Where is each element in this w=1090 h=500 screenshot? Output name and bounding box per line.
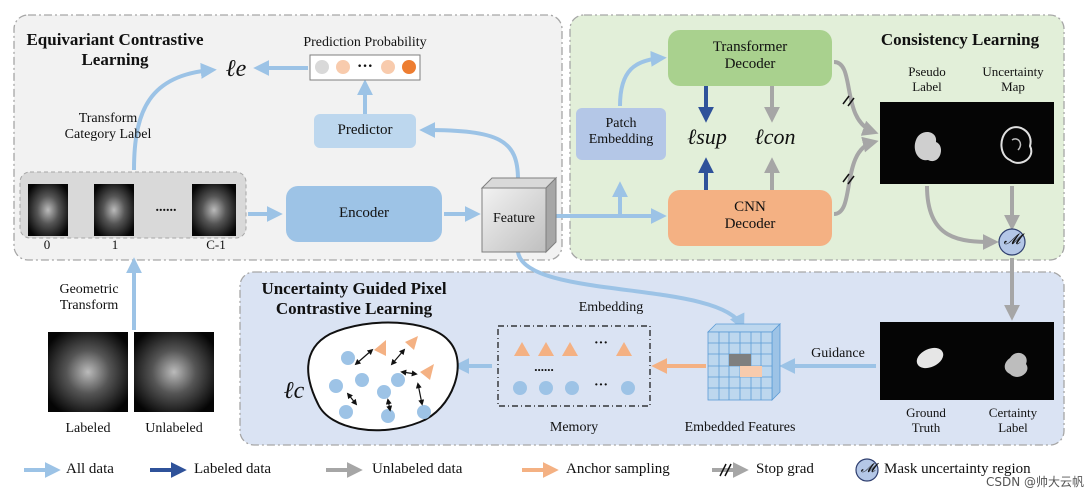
pseudo-label-caption: Pseudo Label <box>908 64 946 94</box>
cnn-decoder-label: CNN Decoder <box>724 199 776 233</box>
legend-label-2: Unlabeled data <box>372 461 463 477</box>
patch-embedding-box <box>576 108 666 160</box>
encoder-label: Encoder <box>339 205 389 221</box>
loss-lsup: ℓsup <box>687 124 727 149</box>
labeled-caption: Labeled <box>65 421 111 436</box>
mask-circle-icon <box>855 458 879 482</box>
legend-label-0: All data <box>66 461 114 477</box>
embedded-features-caption: Embedded Features <box>684 420 796 435</box>
loss-lc: ℓc <box>283 378 305 404</box>
memory-circle-dots: ··· <box>593 378 608 393</box>
certainty-label-caption: Certainty Label <box>988 405 1038 435</box>
memory-caption: Memory <box>549 420 599 435</box>
stop-grad-arrow-icon <box>712 462 749 478</box>
legend-label-3: Anchor sampling <box>566 461 670 477</box>
loss-le: ℓe <box>225 56 247 82</box>
arrow-feature-to-predictor <box>419 122 520 181</box>
memory-triangle-dots: ··· <box>593 336 608 351</box>
ground-truth-image <box>880 322 974 400</box>
arrow-transformer-to-pseudo <box>833 60 879 136</box>
unlabeled-data-arrows <box>764 60 1020 321</box>
uncertainty-map-image <box>972 102 1054 184</box>
arrow-to-le <box>132 62 217 171</box>
input-image-1 <box>94 184 134 236</box>
category-1-label: 1 <box>111 237 119 252</box>
unlabeled-caption: Unlabeled <box>145 421 203 436</box>
transform-category-label: Transform Category Label <box>64 111 152 143</box>
unlabeled-scan <box>134 332 214 412</box>
watermark: CSDN @帅大云帆 <box>985 475 1084 489</box>
stop-grad-marks <box>842 95 855 185</box>
prob-dot-1 <box>315 60 329 74</box>
prob-dot-2 <box>336 60 350 74</box>
guidance-label: Guidance <box>811 346 865 361</box>
prob-dots: ··· <box>356 58 373 75</box>
transformer-decoder-box <box>668 30 832 86</box>
contrastive-space <box>307 321 459 432</box>
mask-symbol: 𝓜 <box>1003 232 1021 248</box>
certainty-label-image <box>972 322 1054 400</box>
legend-label-4: Stop grad <box>756 461 814 477</box>
memory-bank <box>497 325 651 407</box>
embedded-features-grid <box>707 323 781 401</box>
predictor-box <box>314 114 416 148</box>
all-data-arrows <box>126 50 876 374</box>
arrow-feature-to-embedded <box>516 251 745 331</box>
cnn-decoder-box <box>668 190 832 246</box>
uncertainty-map-caption: Uncertainty Map <box>982 64 1044 94</box>
feature-cube <box>480 176 558 254</box>
mask-circle <box>998 228 1026 256</box>
memory-mid-dots: ...... <box>534 359 554 374</box>
transformer-decoder-label: Transformer Decoder <box>712 39 788 73</box>
predictor-label: Predictor <box>337 122 393 138</box>
legend-label-1: Labeled data <box>194 461 272 477</box>
category-last-label: C-1 <box>206 237 226 252</box>
arrow-pseudo-to-mask <box>925 185 999 250</box>
prob-dot-4 <box>402 60 416 74</box>
geometric-transform-label: Geometric Transform <box>59 282 119 314</box>
consistency-title: Consistency Learning <box>880 30 1040 49</box>
pseudo-label-image <box>880 102 974 184</box>
legend-icons <box>24 458 879 482</box>
input-image-0 <box>28 184 68 236</box>
embedding-caption: Embedding <box>578 300 644 315</box>
transform-category-strip <box>19 171 247 239</box>
category-0-label: 0 <box>43 237 51 252</box>
patch-embedding-label: Patch Embedding <box>588 116 654 148</box>
prediction-probability-bar <box>309 54 421 81</box>
prob-dot-3 <box>381 60 395 74</box>
input-image-last <box>192 184 236 236</box>
ground-truth-caption: Ground Truth <box>906 405 946 435</box>
loss-lcon: ℓcon <box>754 124 796 149</box>
legend-label-5: Mask uncertainty region <box>884 461 1031 477</box>
arrow-patch-to-transformer <box>618 50 667 107</box>
labeled-scan <box>48 332 128 412</box>
encoder-box <box>286 186 442 242</box>
category-ellipsis: ...... <box>155 200 177 215</box>
prediction-probability-label: Prediction Probability <box>303 35 427 50</box>
feature-label: Feature <box>493 211 535 226</box>
legend-mask-symbol: 𝓜 <box>860 460 876 475</box>
uncertainty-title: Uncertainty Guided Pixel Contrastive Lea… <box>261 279 447 318</box>
equivariant-title: Equivariant Contrastive Learning <box>26 30 204 69</box>
